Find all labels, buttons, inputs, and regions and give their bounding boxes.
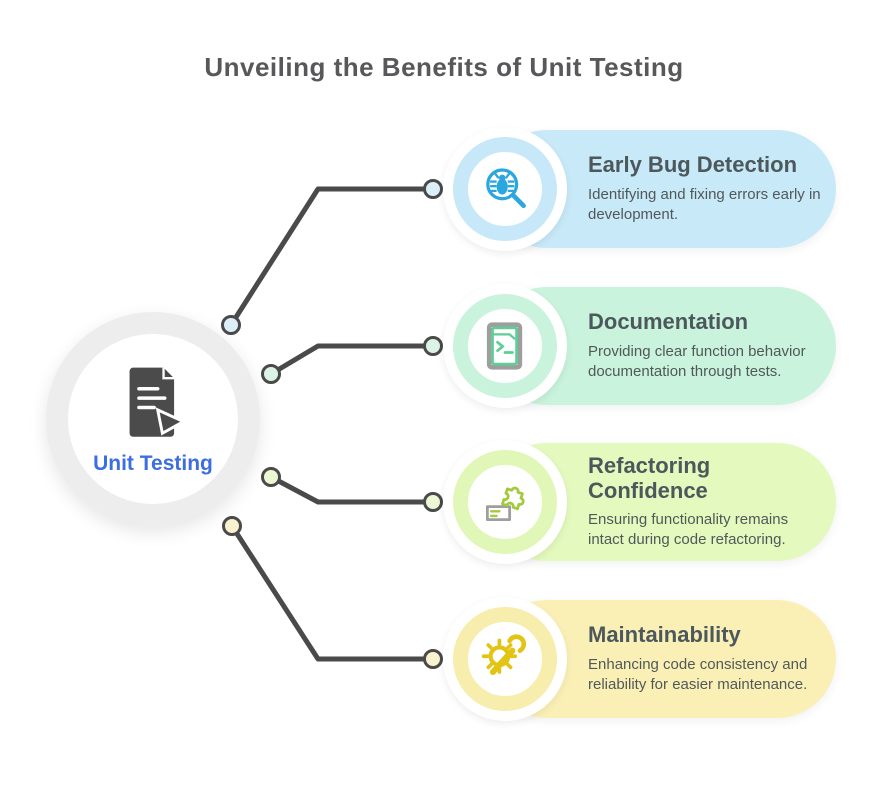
connector-line — [269, 474, 433, 505]
connector-node — [221, 315, 241, 335]
card-title: Early Bug Detection — [588, 152, 798, 178]
badge-ring — [453, 137, 557, 241]
connector-node — [261, 364, 281, 384]
gear-wrench-icon — [479, 633, 531, 685]
card-early-bug-detection: Early Bug Detection Identifying and fixi… — [443, 127, 836, 251]
card-maintainability: Maintainability Enhancing code consisten… — [443, 597, 836, 721]
card-badge — [443, 284, 567, 408]
connector-node — [423, 649, 443, 669]
card-description: Enhancing code consistency and reliabili… — [588, 656, 808, 693]
card-badge — [443, 127, 567, 251]
center-node-unit-testing: Unit Testing — [46, 312, 260, 526]
card-description: Ensuring functionality remains intact du… — [588, 511, 789, 549]
page-title: Unveiling the Benefits of Unit Testing — [204, 52, 684, 82]
badge-ring — [453, 607, 557, 711]
connector-node — [423, 492, 443, 512]
bug-magnifier-icon — [479, 163, 531, 215]
card-title: Maintainability — [588, 622, 741, 648]
test-document-icon — [113, 363, 193, 450]
card-description: Identifying and fixing errors early in d… — [588, 186, 821, 223]
puzzle-icon — [479, 476, 531, 528]
card-documentation: Documentation Providing clear function b… — [443, 284, 836, 408]
connector-line — [269, 343, 433, 377]
connector-line — [228, 186, 433, 327]
center-label: Unit Testing — [93, 451, 213, 475]
card-title: Documentation — [588, 309, 749, 335]
connector-node — [222, 516, 242, 536]
card-title: Refactoring Confidence — [588, 453, 711, 503]
badge-ring — [453, 450, 557, 554]
card-badge — [443, 597, 567, 721]
badge-ring — [453, 294, 557, 398]
connector-node — [423, 179, 443, 199]
connector-line — [229, 524, 433, 662]
card-badge — [443, 440, 567, 564]
connector-node — [423, 336, 443, 356]
terminal-icon — [479, 320, 531, 372]
card-refactoring-confidence: Refactoring Confidence Ensuring function… — [443, 440, 836, 564]
connector-node — [261, 467, 281, 487]
card-description: Providing clear function behavior docume… — [588, 343, 806, 380]
